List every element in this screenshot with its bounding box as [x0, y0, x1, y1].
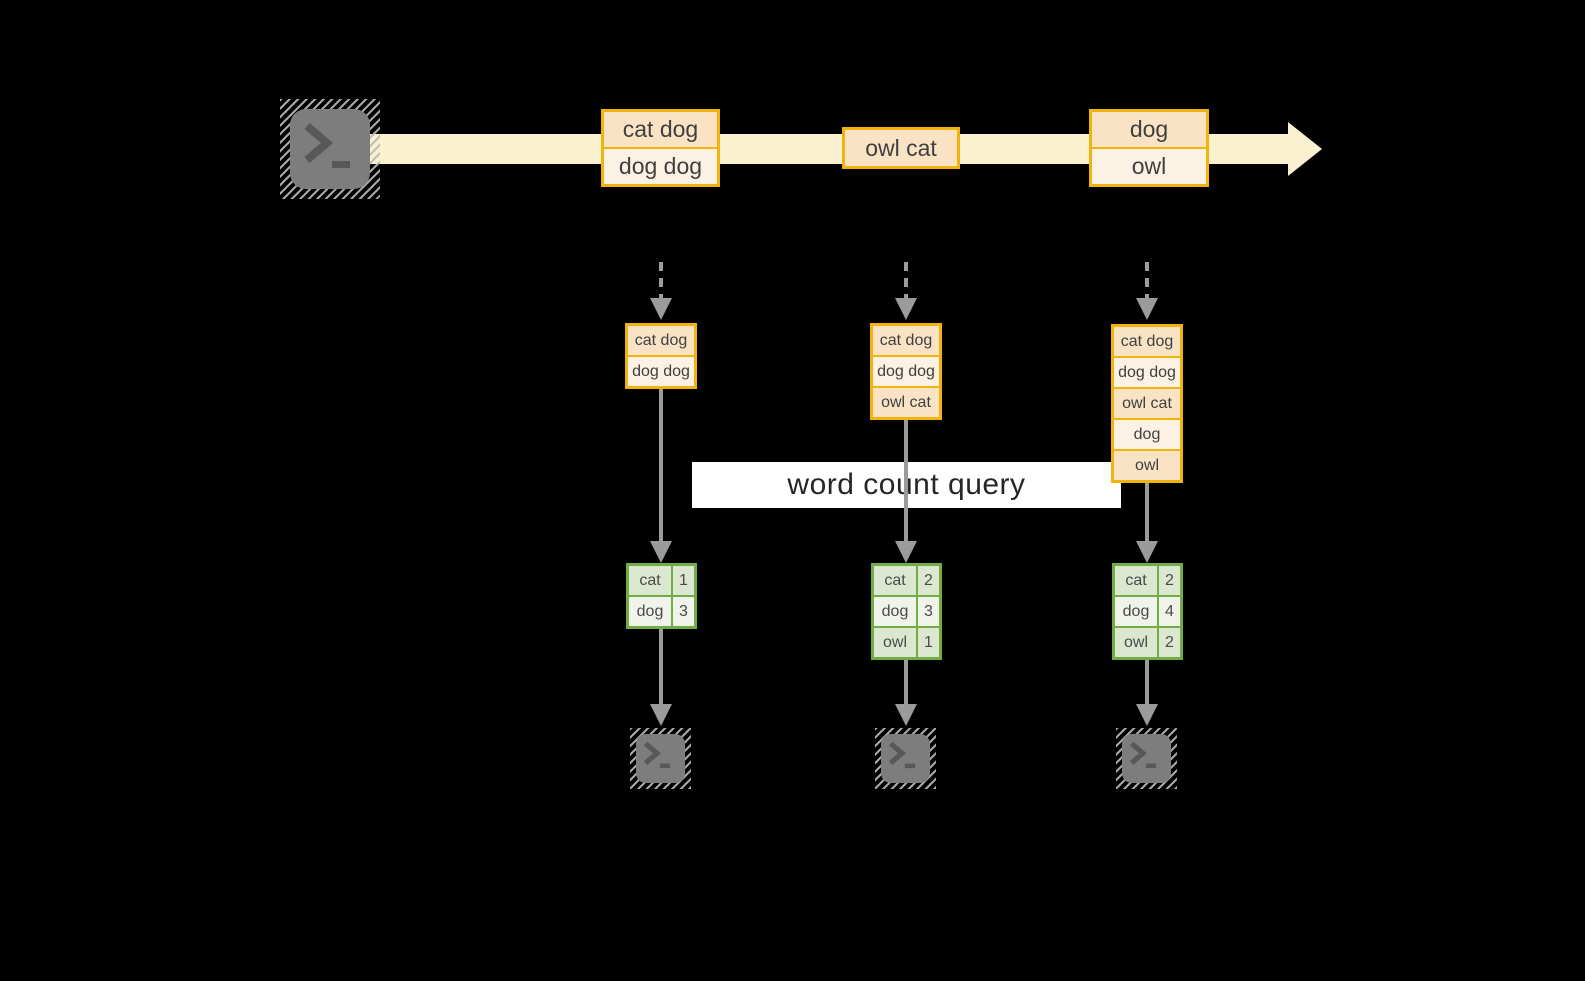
stream-arrowhead — [1288, 122, 1322, 176]
result-word: owl — [1115, 628, 1157, 657]
input-line: cat dog — [873, 326, 939, 355]
input-stack-3: cat dog dog dog owl cat dog owl — [1111, 324, 1183, 483]
arrowhead — [650, 704, 672, 726]
terminal-sink-icon-3 — [1116, 728, 1177, 789]
arrow-line — [659, 389, 663, 541]
result-count: 3 — [918, 597, 939, 626]
result-table-3: cat 2 dog 4 owl 2 — [1112, 563, 1183, 660]
result-word: dog — [874, 597, 916, 626]
result-count: 1 — [918, 628, 939, 657]
result-word: cat — [629, 566, 671, 595]
terminal-body — [290, 109, 370, 189]
result-count: 1 — [673, 566, 694, 595]
terminal-prompt-icon — [304, 122, 350, 168]
dashed-arrowhead — [1136, 298, 1158, 320]
arrowhead — [895, 541, 917, 563]
input-line: dog dog — [1114, 358, 1180, 387]
arrow-line — [904, 420, 908, 541]
input-line: owl cat — [873, 388, 939, 417]
arrowhead — [1136, 541, 1158, 563]
result-count: 2 — [1159, 628, 1180, 657]
terminal-sink-icon-2 — [875, 728, 936, 789]
result-word: cat — [1115, 566, 1157, 595]
result-table-1: cat 1 dog 3 — [626, 563, 697, 629]
stream-batch-line: dog dog — [604, 149, 717, 184]
terminal-prompt-icon — [643, 741, 671, 769]
arrow-line — [1145, 483, 1149, 541]
result-count: 2 — [1159, 566, 1180, 595]
stream-batch-line: dog — [1092, 112, 1206, 147]
terminal-sink-icon-1 — [630, 728, 691, 789]
result-word: cat — [874, 566, 916, 595]
arrow-line — [904, 660, 908, 704]
input-stack-1: cat dog dog dog — [625, 323, 697, 389]
result-count: 4 — [1159, 597, 1180, 626]
result-table-2: cat 2 dog 3 owl 1 — [871, 563, 942, 660]
stream-batch-3: dog owl — [1089, 109, 1209, 187]
terminal-source-icon — [280, 99, 380, 199]
stream-batch-line: owl — [1092, 149, 1206, 184]
result-count: 3 — [673, 597, 694, 626]
input-line: owl — [1114, 451, 1180, 480]
terminal-prompt-icon — [888, 741, 916, 769]
terminal-body — [1122, 734, 1171, 783]
result-word: dog — [629, 597, 671, 626]
arrowhead — [895, 704, 917, 726]
input-line: cat dog — [628, 326, 694, 355]
dashed-arrowhead — [895, 298, 917, 320]
stream-batch-line: owl cat — [845, 130, 957, 166]
dashed-arrow-line — [1145, 262, 1149, 298]
dashed-arrow-line — [659, 262, 663, 298]
arrow-line — [659, 629, 663, 704]
input-stack-2: cat dog dog dog owl cat — [870, 323, 942, 420]
terminal-prompt-icon — [1129, 741, 1157, 769]
stream-batch-1: cat dog dog dog — [601, 109, 720, 187]
arrowhead — [1136, 704, 1158, 726]
input-line: dog — [1114, 420, 1180, 449]
input-line: dog dog — [628, 357, 694, 386]
terminal-body — [881, 734, 930, 783]
stream-batch-2: owl cat — [842, 127, 960, 169]
input-line: dog dog — [873, 357, 939, 386]
arrow-line — [1145, 660, 1149, 704]
dashed-arrow-line — [904, 262, 908, 298]
stream-batch-line: cat dog — [604, 112, 717, 147]
result-count: 2 — [918, 566, 939, 595]
input-line: cat dog — [1114, 327, 1180, 356]
result-word: owl — [874, 628, 916, 657]
terminal-body — [636, 734, 685, 783]
result-word: dog — [1115, 597, 1157, 626]
arrowhead — [650, 541, 672, 563]
input-line: owl cat — [1114, 389, 1180, 418]
dashed-arrowhead — [650, 298, 672, 320]
